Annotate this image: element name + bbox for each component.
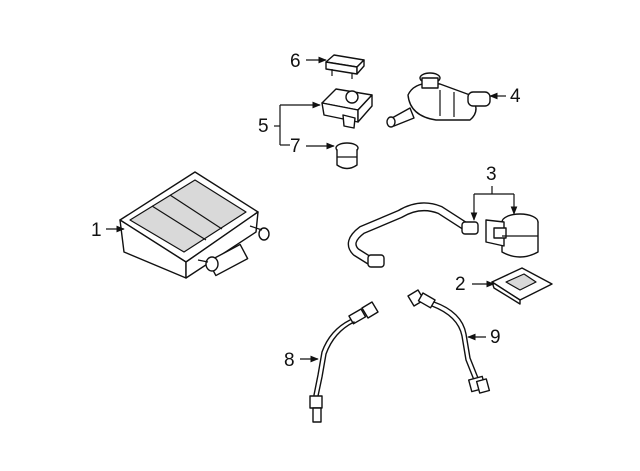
callout-1-label: 1 <box>91 220 102 241</box>
callout-8: 8 <box>284 350 319 371</box>
part-2-bracket[interactable] <box>491 267 553 305</box>
part-7-grommet[interactable] <box>335 142 359 170</box>
part-6-bracket[interactable] <box>325 54 365 79</box>
callout-1: 1 <box>91 220 125 241</box>
part-9-sensor[interactable] <box>407 289 491 394</box>
part-1-canister[interactable] <box>119 171 270 279</box>
callout-7: 7 <box>290 136 335 157</box>
callout-4: 4 <box>489 86 521 107</box>
callout-2: 2 <box>455 274 495 295</box>
callout-8-label: 8 <box>284 350 295 371</box>
callout-7-label: 7 <box>290 136 301 157</box>
callout-2-label: 2 <box>455 274 466 295</box>
callout-3-label: 3 <box>486 164 497 185</box>
callout-5: 5 <box>258 101 321 146</box>
part-8-sensor[interactable] <box>309 301 379 423</box>
callout-9-label: 9 <box>490 327 501 348</box>
callout-5-label: 5 <box>258 116 269 137</box>
vapor-hose[interactable] <box>347 202 479 268</box>
part-3-pump[interactable] <box>485 213 539 258</box>
callout-3: 3 <box>470 164 518 221</box>
callout-9: 9 <box>467 327 501 348</box>
callout-4-label: 4 <box>510 86 521 107</box>
callout-6-label: 6 <box>290 51 301 72</box>
part-5-sensor[interactable] <box>321 88 373 129</box>
callout-6: 6 <box>290 51 327 72</box>
part-4-purge-valve[interactable] <box>386 72 491 128</box>
